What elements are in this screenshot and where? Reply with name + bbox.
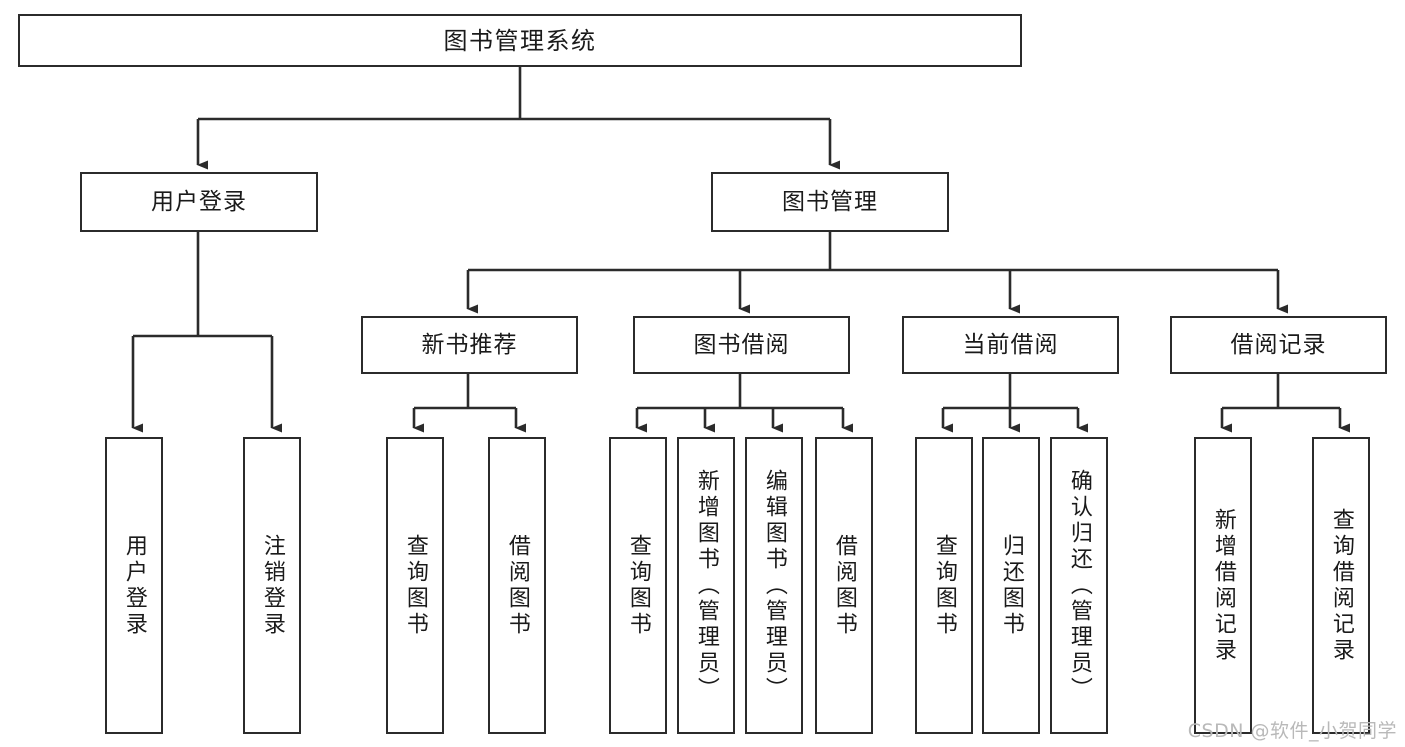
- node-book-manage[interactable]: 图书管理: [711, 172, 949, 232]
- csdn-watermark: CSDN @软件_小贺同学: [1187, 720, 1397, 742]
- leaf-query-record-label: 查询借阅记录: [1328, 507, 1354, 664]
- leaf-add-book-label: 新增图书（管理员）: [693, 468, 719, 703]
- leaf-edit-book[interactable]: 编辑图书（管理员）: [745, 437, 803, 734]
- leaf-query-book-1[interactable]: 查询图书: [386, 437, 444, 734]
- leaf-add-record-label: 新增借阅记录: [1210, 507, 1236, 664]
- node-book-borrow-label: 图书借阅: [693, 331, 790, 358]
- leaf-borrow-book-1[interactable]: 借阅图书: [488, 437, 546, 734]
- leaf-query-book-3[interactable]: 查询图书: [915, 437, 973, 734]
- leaf-query-book-2[interactable]: 查询图书: [609, 437, 667, 734]
- leaf-add-book[interactable]: 新增图书（管理员）: [677, 437, 735, 734]
- leaf-query-book-2-label: 查询图书: [625, 533, 651, 638]
- leaf-return-book[interactable]: 归还图书: [982, 437, 1040, 734]
- leaf-borrow-book-2[interactable]: 借阅图书: [815, 437, 873, 734]
- leaf-logout-label: 注销登录: [259, 533, 285, 638]
- node-book-manage-label: 图书管理: [782, 188, 878, 215]
- leaf-logout[interactable]: 注销登录: [243, 437, 301, 734]
- leaf-query-book-1-label: 查询图书: [402, 533, 428, 638]
- leaf-user-login-label: 用户登录: [121, 533, 147, 638]
- leaf-return-book-label: 归还图书: [998, 533, 1024, 638]
- leaf-borrow-book-2-label: 借阅图书: [831, 533, 857, 638]
- node-user-login[interactable]: 用户登录: [80, 172, 318, 232]
- leaf-query-book-3-label: 查询图书: [931, 533, 957, 638]
- leaf-user-login[interactable]: 用户登录: [105, 437, 163, 734]
- node-root[interactable]: 图书管理系统: [18, 14, 1022, 67]
- leaf-edit-book-label: 编辑图书（管理员）: [761, 468, 787, 703]
- leaf-query-record[interactable]: 查询借阅记录: [1312, 437, 1370, 734]
- node-current-borrow-label: 当前借阅: [962, 331, 1059, 358]
- node-borrow-record[interactable]: 借阅记录: [1170, 316, 1387, 374]
- node-current-borrow[interactable]: 当前借阅: [902, 316, 1119, 374]
- leaf-borrow-book-1-label: 借阅图书: [504, 533, 530, 638]
- node-new-book-recommend-label: 新书推荐: [421, 331, 518, 358]
- node-book-borrow[interactable]: 图书借阅: [633, 316, 850, 374]
- node-borrow-record-label: 借阅记录: [1230, 331, 1327, 358]
- node-user-login-label: 用户登录: [151, 188, 247, 215]
- leaf-confirm-return[interactable]: 确认归还（管理员）: [1050, 437, 1108, 734]
- node-root-label: 图书管理系统: [443, 26, 597, 55]
- leaf-confirm-return-label: 确认归还（管理员）: [1066, 468, 1092, 703]
- leaf-add-record[interactable]: 新增借阅记录: [1194, 437, 1252, 734]
- node-new-book-recommend[interactable]: 新书推荐: [361, 316, 578, 374]
